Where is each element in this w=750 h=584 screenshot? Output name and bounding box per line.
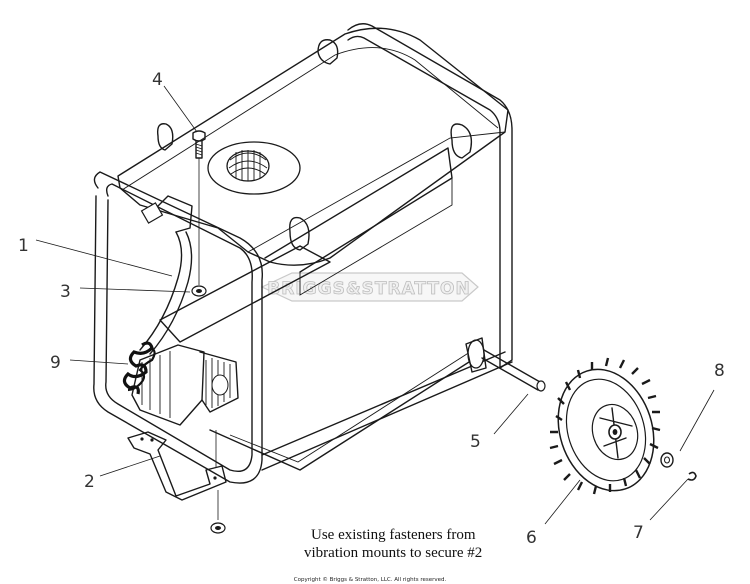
generator-unit [117, 27, 509, 471]
axle-bracket [465, 337, 487, 373]
part-1-fuel-hose [139, 195, 193, 355]
part-2-mounting-bracket [127, 430, 227, 501]
watermark-text: BRIGGS&STRATTON [267, 279, 470, 299]
vibration-mount-nut [210, 490, 226, 534]
part-5-axle [481, 349, 546, 392]
note-line-1: Use existing fasteners from [311, 527, 476, 543]
callout-7: 7 [633, 523, 644, 543]
note-line-2: vibration mounts to secure #2 [304, 545, 482, 561]
callout-5: 5 [470, 432, 481, 452]
part-4-bolt [192, 130, 206, 285]
callout-4: 4 [152, 70, 163, 90]
alternator-housing [131, 344, 239, 426]
part-3-nut [191, 285, 207, 297]
callout-leaders [35, 85, 715, 525]
fastener-note: Use existing fasteners from vibration mo… [304, 527, 482, 561]
part-6-wheel [549, 357, 661, 495]
copyright-notice: Copyright © Briggs & Stratton, LLC. All … [294, 576, 447, 583]
callout-9: 9 [50, 353, 61, 373]
callout-numbers: 1 2 3 4 5 6 7 8 9 [18, 70, 725, 548]
callout-1: 1 [18, 236, 29, 256]
part-9-coil-spring [122, 341, 156, 395]
tubular-frame [93, 23, 513, 484]
part-8-washer [660, 452, 674, 468]
callout-3: 3 [60, 282, 71, 302]
fuel-cap [207, 141, 301, 195]
briggs-stratton-watermark-logo: BRIGGS&STRATTON [260, 272, 479, 302]
part-7-retaining-clip [687, 471, 697, 481]
callout-8: 8 [714, 361, 725, 381]
callout-6: 6 [526, 528, 537, 548]
callout-2: 2 [84, 472, 95, 492]
